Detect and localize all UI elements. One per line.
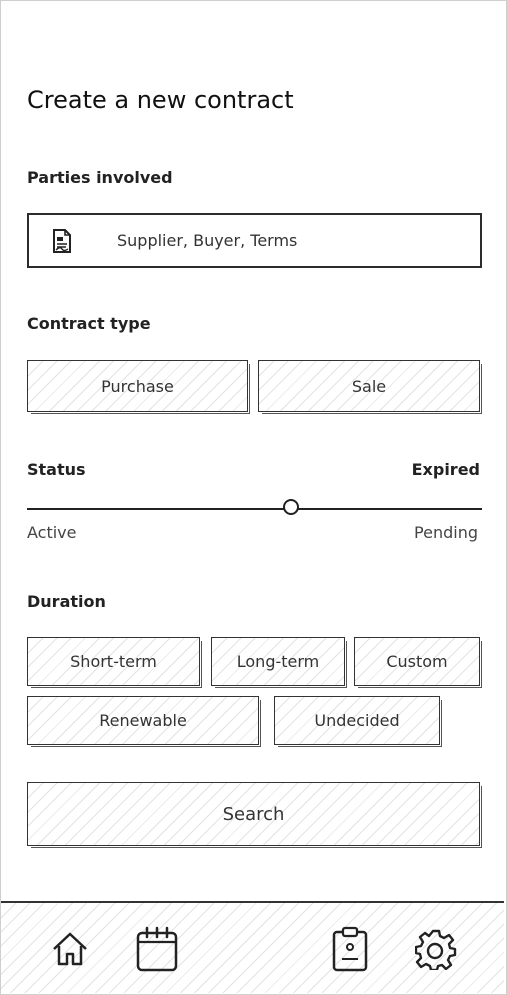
status-slider-thumb[interactable] — [282, 499, 299, 515]
contract-type-purchase-label: Purchase — [101, 376, 174, 396]
gear-icon[interactable] — [414, 924, 458, 974]
parties-label: Parties involved — [27, 168, 173, 187]
calendar-icon[interactable] — [135, 924, 179, 974]
contract-document-icon — [51, 228, 73, 254]
parties-input[interactable]: Supplier, Buyer, Terms — [27, 213, 482, 268]
status-slider-track[interactable] — [27, 508, 482, 510]
contract-type-sale[interactable]: Sale — [258, 360, 482, 414]
duration-undecided[interactable]: Undecided — [274, 696, 442, 747]
duration-renewable-label: Renewable — [99, 711, 187, 730]
duration-short-term[interactable]: Short-term — [27, 637, 202, 688]
status-right-label: Expired — [411, 460, 480, 479]
duration-label: Duration — [27, 592, 106, 611]
duration-custom-label: Custom — [386, 652, 448, 671]
home-icon[interactable] — [48, 924, 92, 974]
contract-type-label: Contract type — [27, 314, 151, 333]
parties-placeholder: Supplier, Buyer, Terms — [117, 231, 298, 250]
status-min-label: Active — [27, 523, 77, 542]
duration-custom[interactable]: Custom — [354, 637, 482, 688]
duration-short-term-label: Short-term — [70, 652, 157, 671]
clipboard-icon[interactable] — [328, 924, 372, 974]
page-title: Create a new contract — [27, 86, 294, 114]
contract-type-purchase[interactable]: Purchase — [27, 360, 250, 414]
search-button-label: Search — [222, 803, 285, 825]
status-max-label: Pending — [414, 523, 478, 542]
status-label: Status — [27, 460, 86, 479]
duration-long-term[interactable]: Long-term — [211, 637, 347, 688]
duration-long-term-label: Long-term — [236, 652, 320, 671]
contract-type-sale-label: Sale — [351, 376, 387, 396]
duration-renewable[interactable]: Renewable — [27, 696, 261, 747]
duration-undecided-label: Undecided — [314, 711, 400, 730]
search-button[interactable]: Search — [27, 782, 482, 848]
